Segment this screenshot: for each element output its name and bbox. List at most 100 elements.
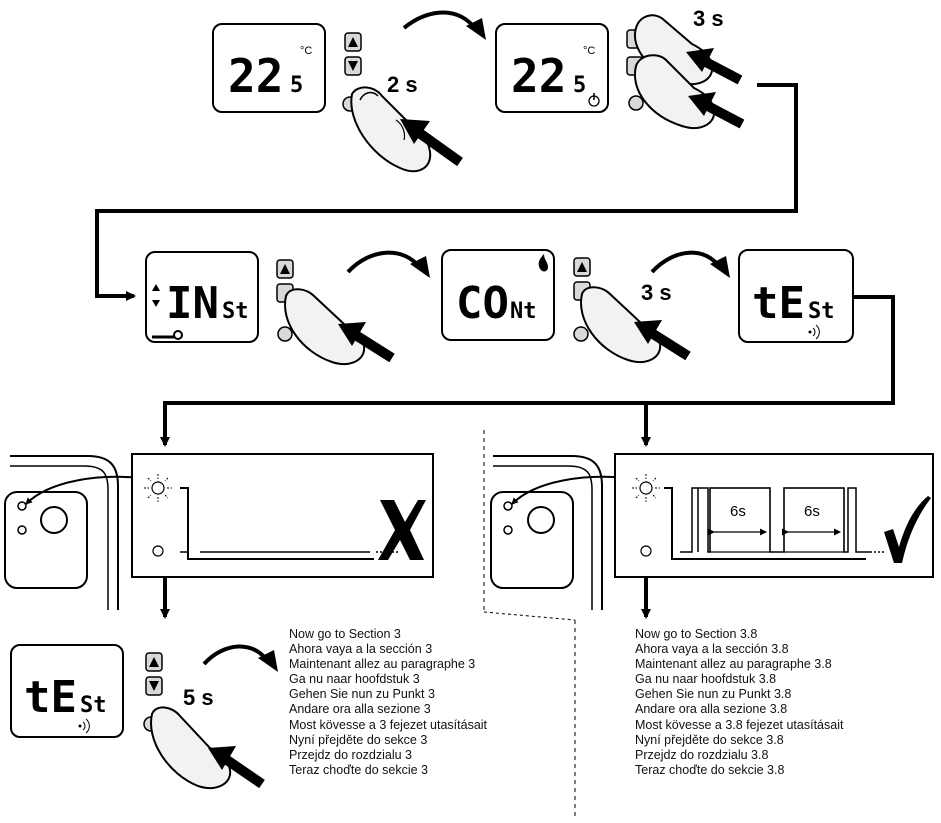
up-button[interactable] (344, 32, 362, 52)
instruction-line: Teraz choďte do sekcie 3.8 (635, 762, 785, 777)
press-arrow-shaft-4 (647, 327, 691, 361)
instruction-line: Przejdz do rozdzialu 3.8 (635, 747, 769, 762)
instruction-line: Ahora vaya a la sección 3 (289, 642, 433, 657)
power-button[interactable] (277, 326, 293, 342)
arrow-down-icon (152, 300, 160, 307)
connector-row1-row2 (95, 83, 798, 301)
instruction-line: Now go to Section 3.8 (635, 627, 758, 641)
curved-arrow-3-head (710, 256, 730, 278)
led-panel-success: 6s 6s (614, 453, 934, 578)
display-step2: 22 5 °C (495, 23, 609, 113)
arrow-up-icon (149, 657, 159, 667)
display-step1: 22 5 °C (212, 23, 326, 113)
curved-arrow-2 (346, 250, 422, 274)
instruction-line: Ahora vaya a la sección 3.8 (635, 642, 789, 657)
press-arrow-head-2a (686, 48, 714, 72)
led-panel-fail (131, 453, 434, 578)
instruction-line: Andare ora alla sezione 3 (289, 702, 431, 717)
curved-arrow-3 (650, 250, 722, 274)
press-arrow-head-4 (634, 320, 662, 344)
sun-led-icon (144, 474, 172, 502)
curved-arrow-1 (402, 10, 478, 32)
instruction-line: Maintenant allez au paragraphe 3 (289, 657, 476, 672)
instruction-line: Ga nu naar hoofdstuk 3 (289, 672, 420, 687)
instruction-line: Most kövesse a 3 fejezet utasításait (289, 717, 488, 732)
arrow-down-icon (149, 681, 159, 691)
instruction-line: Teraz choďte do sekcie 3 (289, 762, 429, 777)
off-led-icon (640, 545, 652, 557)
press-arrow-shaft-3 (351, 329, 395, 363)
power-button[interactable] (628, 95, 644, 111)
display-step3-main: IN (166, 278, 219, 329)
display-step4-sub: Nt (510, 299, 537, 324)
display-step4: CO Nt (441, 249, 555, 341)
flame-icon (538, 254, 548, 272)
press-arrow-head-3 (338, 322, 366, 346)
instruction-line: Ga nu naar hoofdstuk 3.8 (635, 672, 777, 687)
instruction-line: Andare ora alla sezione 3.8 (635, 702, 788, 717)
display-step5-main: tE (752, 278, 805, 329)
wireless-icon (808, 324, 820, 340)
arrow-up-icon (152, 284, 160, 291)
check-mark-icon (884, 496, 931, 563)
down-button[interactable] (344, 56, 362, 76)
power-button[interactable] (573, 326, 589, 342)
display-step5: tE St (738, 249, 854, 343)
curved-arrow-1-head (466, 18, 486, 40)
press-arrow-shaft-2a (699, 55, 743, 85)
display-step6: tE St (10, 644, 124, 738)
press-arrow-shaft-6 (221, 753, 265, 789)
divider-diagonal (483, 611, 576, 621)
pulse-label-1: 6s (730, 503, 746, 520)
instruction-line: Gehen Sie nun zu Punkt 3 (289, 687, 435, 702)
power-icon (588, 93, 600, 107)
arrow-down-icon (348, 61, 358, 71)
press-duration-step6: 5 s (183, 685, 214, 710)
connector-row2-branch (165, 295, 895, 405)
sun-led-icon (632, 474, 660, 502)
finger-press-icon (633, 14, 716, 129)
press-arrow-head-2b (688, 92, 716, 116)
curved-arrow-2-head (410, 256, 430, 278)
display-step2-decimal: 5 (573, 73, 586, 98)
off-led-icon (152, 545, 164, 557)
press-arrow-shaft (415, 127, 463, 167)
device-right (490, 455, 603, 610)
arrow-up-icon (577, 262, 587, 272)
curved-arrow-4-head (258, 650, 278, 672)
press-duration-step4: 3 s (641, 280, 672, 305)
cross-mark-icon (378, 500, 426, 560)
wrench-icon (152, 330, 183, 340)
instruction-line: Nyní přejděte do sekce 3 (289, 732, 428, 747)
display-step2-unit: °C (583, 45, 595, 57)
pulse-label-2: 6s (804, 503, 820, 520)
instruction-line: Maintenant allez au paragraphe 3.8 (635, 657, 832, 672)
arrow-up-icon (348, 37, 358, 47)
display-step3-sub: St (222, 299, 249, 324)
led-pointer-right (511, 475, 627, 505)
pulse-train (697, 487, 870, 553)
display-step1-unit: °C (300, 45, 312, 57)
instruction-line: Nyní přejděte do sekce 3.8 (635, 732, 784, 747)
device-left (4, 455, 119, 610)
display-step6-main: tE (24, 672, 77, 723)
press-arrow-shaft-2b (701, 99, 745, 129)
arrow-up-icon (280, 264, 290, 274)
press-duration-step2: 3 s (693, 6, 724, 31)
instruction-line: Most kövesse a 3.8 fejezet utasításait (635, 717, 844, 732)
display-step4-main: CO (456, 278, 509, 329)
instruction-line: Gehen Sie nun zu Punkt 3.8 (635, 687, 792, 702)
display-step2-main: 22 (511, 49, 566, 103)
finger-press-icon (150, 706, 232, 789)
instruction-line: Przejdz do rozdzialu 3 (289, 747, 412, 762)
press-duration-step1: 2 s (387, 72, 418, 97)
finger-press-icon (350, 86, 432, 173)
curved-arrow-4 (202, 644, 270, 666)
wireless-icon (78, 718, 90, 734)
press-arrow-head (400, 119, 430, 144)
press-arrow-head-6 (208, 746, 236, 770)
led-pointer-left (25, 475, 141, 505)
